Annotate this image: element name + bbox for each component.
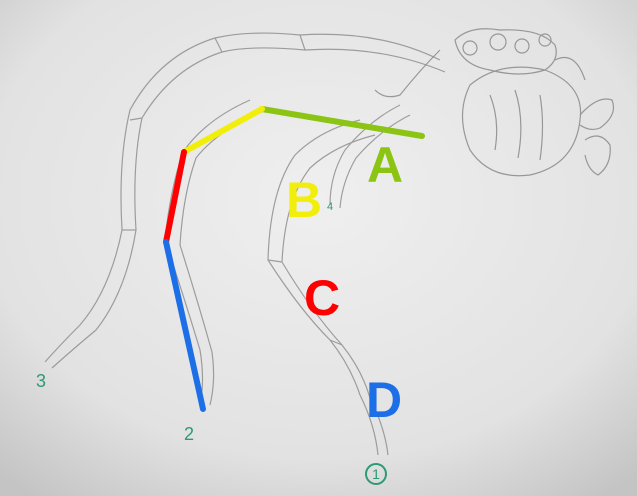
segment-d-line: [163, 239, 206, 412]
legs-sketch: [44, 32, 446, 456]
segment-a-label: A: [367, 137, 404, 193]
segment-c-label: C: [304, 270, 341, 326]
leg-number-2: 2: [184, 424, 195, 444]
leg-number-4: 4: [327, 201, 334, 213]
leg-number-1: 1: [365, 463, 387, 485]
segment-c-line: [163, 149, 187, 245]
segment-a-line: [259, 106, 425, 139]
segment-d-label: D: [366, 372, 403, 428]
segment-b-label: B: [286, 172, 323, 228]
spider-body-sketch: [374, 28, 615, 177]
leg-number-3: 3: [36, 371, 47, 391]
segment-b-line: [181, 106, 265, 155]
